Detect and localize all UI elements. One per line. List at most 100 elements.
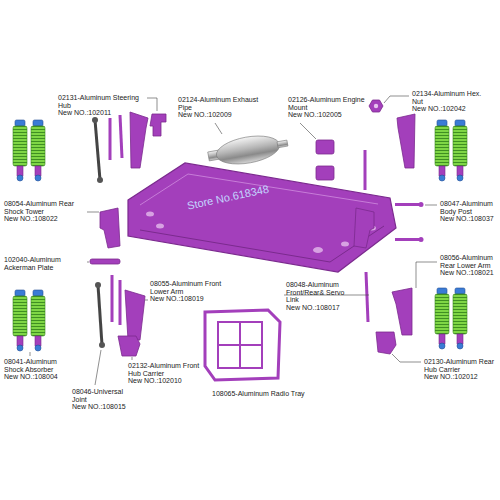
leader-line: [392, 354, 421, 362]
part-name: 102040-Aluminum Ackerman Plate: [4, 256, 84, 271]
leader-lines: [30, 96, 437, 385]
shock-tower: [100, 208, 120, 248]
leader-line: [416, 262, 437, 288]
part-name: 02130-Aluminum Rear Hub Carrier: [424, 358, 496, 373]
part-name: 02132-Aluminum Front Hub Carrier: [128, 362, 206, 377]
joint-cup: [99, 342, 105, 348]
part-name: 08054-Aluminum Rear Shock Tower: [4, 200, 84, 215]
part-label-group: 08054-Aluminum Rear Shock TowerNew NO.:1…: [4, 200, 84, 223]
part-label-group: 102040-Aluminum Ackerman Plate: [4, 256, 84, 271]
part-label-group: 02131-Aluminum Steering HubNew NO.:10201…: [58, 94, 144, 117]
shock-absorber: [31, 120, 45, 181]
dogbone-cup: [92, 117, 98, 123]
part-name: 02124-Aluminum Exhaust Pipe: [178, 96, 260, 111]
exhaust-pipe: [206, 130, 289, 169]
shock-absorber: [13, 120, 27, 181]
dogbone-shaft: [95, 120, 100, 180]
engine-mount: [316, 140, 334, 154]
chassis-hole: [313, 247, 323, 253]
link-rod: [111, 275, 114, 322]
chassis-plate: [128, 163, 396, 272]
shock-tower: [354, 208, 374, 248]
part-name: 08041-Aluminum Shock Absorber: [4, 358, 74, 373]
lower-arm: [130, 112, 148, 168]
part-name: 08047-Aluminum Body Post: [440, 200, 496, 215]
shock-absorber: [31, 290, 45, 351]
link-rod: [364, 150, 367, 190]
watermark-group: Store No.618348: [186, 183, 270, 212]
universal-joint-shaft: [98, 285, 102, 345]
shock-absorber: [453, 120, 467, 181]
engine-mount: [316, 166, 334, 180]
leader-line: [87, 212, 99, 213]
body-post: [395, 238, 420, 241]
part-label-group: 08046-Universal JointNew NO.:108015: [72, 388, 126, 411]
part-label-group: 08048-Aluminum Front/Rear& Servo LinkNew…: [286, 281, 352, 312]
hub-carrier: [118, 336, 140, 356]
part-number: New NO.:102009: [178, 111, 260, 119]
part-number: New NO.:102010: [128, 377, 206, 385]
part-name: 02126-Aluminum Engine Mount: [288, 96, 370, 111]
chassis-hole: [146, 212, 154, 217]
hub-carrier: [376, 332, 396, 354]
part-label-group: 02134-Aluminum Hex. NutNew NO.:102042: [412, 90, 492, 113]
link-rod: [120, 115, 122, 158]
shock-absorber: [453, 288, 467, 349]
part-label-group: 02124-Aluminum Exhaust PipeNew NO.:10200…: [178, 96, 260, 119]
leader-line: [147, 98, 157, 111]
nut-hole: [374, 104, 378, 108]
part-number: New NO.:108021: [440, 269, 496, 277]
part-name: 08056-Aluminum Rear Lower Arm: [440, 254, 496, 269]
part-label-group: 08055-Aluminum Front Lower ArmNew NO.:10…: [150, 280, 224, 303]
joint-cup: [95, 282, 101, 288]
leader-line: [87, 262, 89, 263]
hex-nut: [369, 100, 383, 112]
part-number: New NO.:102005: [288, 111, 370, 119]
part-name: 08046-Universal Joint: [72, 388, 126, 403]
chassis-hole: [156, 224, 164, 229]
part-number: New NO.:108037: [440, 215, 496, 223]
ackerman-plate: [90, 259, 120, 264]
leader-line: [384, 96, 409, 103]
part-label-group: 02132-Aluminum Front Hub CarrierNew NO.:…: [128, 362, 206, 385]
part-name: 02134-Aluminum Hex. Nut: [412, 90, 492, 105]
part-number: New NO.:108015: [72, 403, 126, 411]
part-name: 02131-Aluminum Steering Hub: [58, 94, 144, 109]
body-post-cap: [419, 237, 424, 242]
part-name: 08048-Aluminum Front/Rear& Servo Link: [286, 281, 352, 304]
leader-line: [215, 123, 222, 134]
leader-line: [30, 352, 31, 356]
radio-tray: [205, 310, 280, 380]
link-rod: [109, 118, 112, 160]
leader-line: [95, 350, 101, 385]
part-number: New NO.:108004: [4, 373, 74, 381]
part-number: New NO.:102012: [424, 373, 496, 381]
steering-hub: [150, 114, 166, 136]
part-label-group: 02130-Aluminum Rear Hub CarrierNew NO.:1…: [424, 358, 496, 381]
leader-line: [145, 300, 148, 301]
part-number: New NO.:102042: [412, 105, 492, 113]
part-number: New NO.:102011: [58, 109, 144, 117]
chassis-hole: [341, 242, 349, 247]
part-label-group: 08047-Aluminum Body PostNew NO.:108037: [440, 200, 496, 223]
watermark: Store No.618348: [186, 183, 270, 212]
leader-line: [425, 205, 437, 206]
link-rod: [366, 272, 368, 322]
pipe-outlet: [277, 140, 288, 148]
lower-arm: [397, 114, 415, 168]
part-label-group: 02126-Aluminum Engine MountNew NO.:10200…: [288, 96, 370, 119]
leader-line: [132, 357, 133, 360]
lower-arm: [125, 290, 145, 340]
shock-absorber: [13, 290, 27, 351]
body-post-cap: [419, 202, 424, 207]
dogbone-cup: [97, 177, 103, 183]
radio-tray-frame: [218, 322, 262, 368]
part-number: New NO.:108022: [4, 215, 84, 223]
part-number: New NO.:108017: [286, 304, 352, 312]
part-number: New NO.:108019: [150, 295, 224, 303]
pipe-body: [214, 132, 282, 169]
part-label-group: 08041-Aluminum Shock AbsorberNew NO.:108…: [4, 358, 74, 381]
